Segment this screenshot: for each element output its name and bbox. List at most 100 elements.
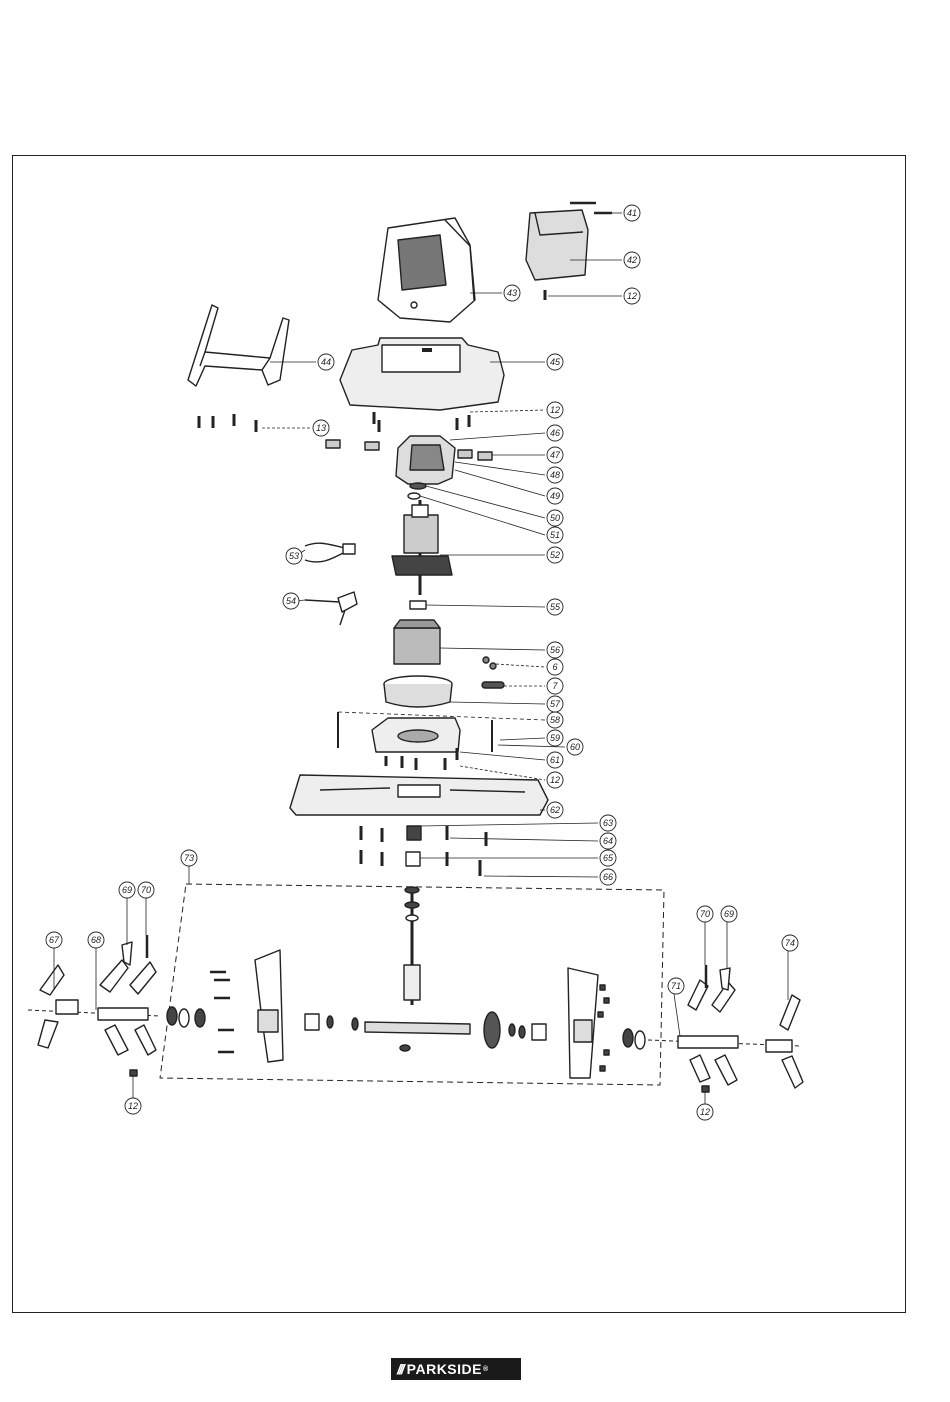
callout-56: 56 (547, 642, 563, 658)
bolt-part (361, 826, 486, 876)
callout-58: 58 (547, 712, 563, 728)
gear-housing-right-part (568, 968, 598, 1078)
callout-12: 12 (697, 1104, 713, 1120)
callout-64: 64 (600, 833, 616, 849)
callout-12: 12 (547, 772, 563, 788)
callout-number: 60 (570, 742, 580, 752)
handle-bracket-part (188, 305, 289, 386)
callout-70: 70 (138, 882, 154, 898)
gear-housing-left-part (255, 950, 283, 1062)
callout-number: 12 (128, 1101, 138, 1111)
callout-number: 42 (627, 255, 637, 265)
callout-69: 69 (119, 882, 135, 898)
callout-number: 45 (550, 357, 561, 367)
logo-slashes: /// (397, 1361, 403, 1377)
logo-registered-mark: ® (483, 1366, 488, 1373)
gear-head-part (326, 436, 492, 484)
callout-number: 41 (627, 208, 637, 218)
callout-60: 60 (567, 739, 583, 755)
callout-number: 12 (550, 775, 560, 785)
callout-62: 62 (547, 802, 563, 818)
tine-right-part (648, 980, 803, 1088)
callout-number: 67 (49, 935, 60, 945)
motor-base-part (372, 718, 460, 752)
callout-53: 53 (286, 548, 302, 564)
tine-left-part (28, 960, 160, 1055)
callout-74: 74 (782, 935, 798, 951)
callout-68: 68 (88, 932, 104, 948)
callout-number: 63 (603, 818, 613, 828)
drive-shaft-part (365, 887, 470, 1051)
armature-part (392, 500, 452, 595)
callout-51: 51 (547, 527, 563, 543)
callout-number: 64 (603, 836, 613, 846)
base-plate-part (290, 775, 548, 815)
callout-number: 74 (785, 938, 795, 948)
callout-number: 69 (122, 885, 132, 895)
callout-12: 12 (125, 1098, 141, 1114)
callout-73: 73 (181, 850, 197, 866)
parkside-logo: /// PARKSIDE ® (391, 1358, 521, 1380)
callout-47: 47 (547, 447, 563, 463)
callout-number: 69 (724, 909, 734, 919)
callout-number: 57 (550, 699, 561, 709)
callout-55: 55 (547, 599, 563, 615)
motor-cup-part (384, 676, 452, 707)
callout-63: 63 (600, 815, 616, 831)
callout-number: 56 (550, 645, 560, 655)
callout-number: 12 (550, 405, 560, 415)
callout-61: 61 (547, 752, 563, 768)
callout-41: 41 (624, 205, 640, 221)
handle-housing-part (378, 218, 475, 322)
callout-number: 70 (141, 885, 151, 895)
callout-69: 69 (721, 906, 737, 922)
callout-number: 54 (286, 596, 296, 606)
callout-number: 68 (91, 935, 101, 945)
callout-number: 46 (550, 428, 560, 438)
bearing-part (408, 483, 426, 499)
callout-number: 50 (550, 513, 560, 523)
logo-brand: PARKSIDE (407, 1361, 482, 1377)
callout-44: 44 (318, 354, 334, 370)
callout-number: 61 (550, 755, 560, 765)
callout-number: 43 (507, 288, 517, 298)
callout-number: 58 (550, 715, 560, 725)
callout-number: 62 (550, 805, 560, 815)
callout-13: 13 (313, 420, 329, 436)
callout-6: 6 (547, 659, 563, 675)
callout-number: 6 (552, 662, 557, 672)
callout-number: 71 (671, 981, 681, 991)
callout-number: 59 (550, 733, 560, 743)
callout-50: 50 (547, 510, 563, 526)
callout-45: 45 (547, 354, 563, 370)
callout-57: 57 (547, 696, 563, 712)
bolt-part (122, 935, 730, 1092)
nut-part (410, 601, 426, 609)
callout-number: 66 (603, 872, 613, 882)
callout-number: 12 (627, 291, 637, 301)
callout-12: 12 (547, 402, 563, 418)
callout-70: 70 (697, 906, 713, 922)
callout-65: 65 (600, 850, 616, 866)
callout-number: 52 (550, 550, 560, 560)
wire-part (305, 543, 355, 562)
callout-42: 42 (624, 252, 640, 268)
callout-number: 51 (550, 530, 560, 540)
callout-number: 47 (550, 450, 561, 460)
callout-54: 54 (283, 593, 299, 609)
callout-number: 65 (603, 853, 614, 863)
callout-number: 48 (550, 470, 560, 480)
callout-49: 49 (547, 488, 563, 504)
callout-number: 44 (321, 357, 331, 367)
callout-46: 46 (547, 425, 563, 441)
callout-59: 59 (547, 730, 563, 746)
callout-number: 55 (550, 602, 561, 612)
callout-number: 13 (316, 423, 326, 433)
callout-7: 7 (547, 678, 563, 694)
callout-number: 49 (550, 491, 560, 501)
callout-number: 70 (700, 909, 710, 919)
callout-number: 53 (289, 551, 299, 561)
callout-71: 71 (668, 978, 684, 994)
cover-part (526, 210, 588, 280)
